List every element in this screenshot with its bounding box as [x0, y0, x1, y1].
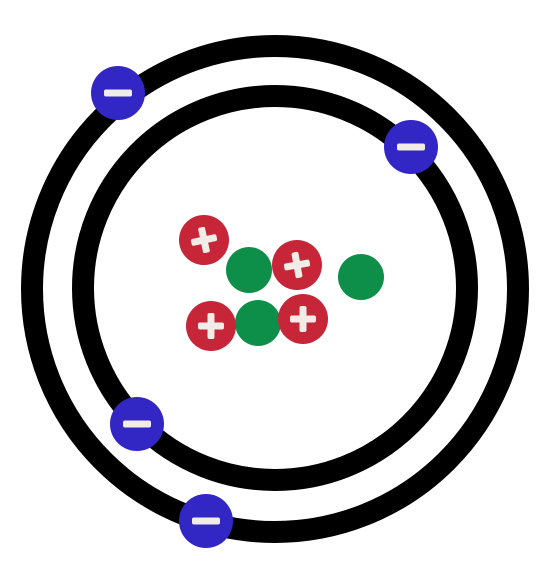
plus-sign-icon: [299, 306, 307, 332]
neutron: [235, 300, 281, 346]
outer-shell-orbit: [21, 35, 529, 543]
neutron: [338, 254, 384, 300]
proton: [186, 301, 236, 351]
proton: [179, 215, 229, 265]
nucleus: [179, 215, 384, 351]
electron: [110, 397, 164, 451]
plus-sign-icon: [198, 226, 210, 254]
neutron: [226, 247, 272, 293]
proton: [278, 294, 328, 344]
minus-sign-icon: [104, 89, 132, 97]
electron: [179, 494, 233, 548]
minus-sign-icon: [397, 143, 425, 151]
electron: [91, 66, 145, 120]
inner-shell-orbit: [72, 85, 478, 491]
electron: [384, 120, 438, 174]
minus-sign-icon: [192, 517, 220, 525]
plus-sign-icon: [207, 313, 215, 339]
minus-sign-icon: [123, 420, 151, 428]
electrons: [91, 66, 438, 548]
plus-sign-icon: [291, 251, 303, 279]
proton: [272, 240, 322, 290]
